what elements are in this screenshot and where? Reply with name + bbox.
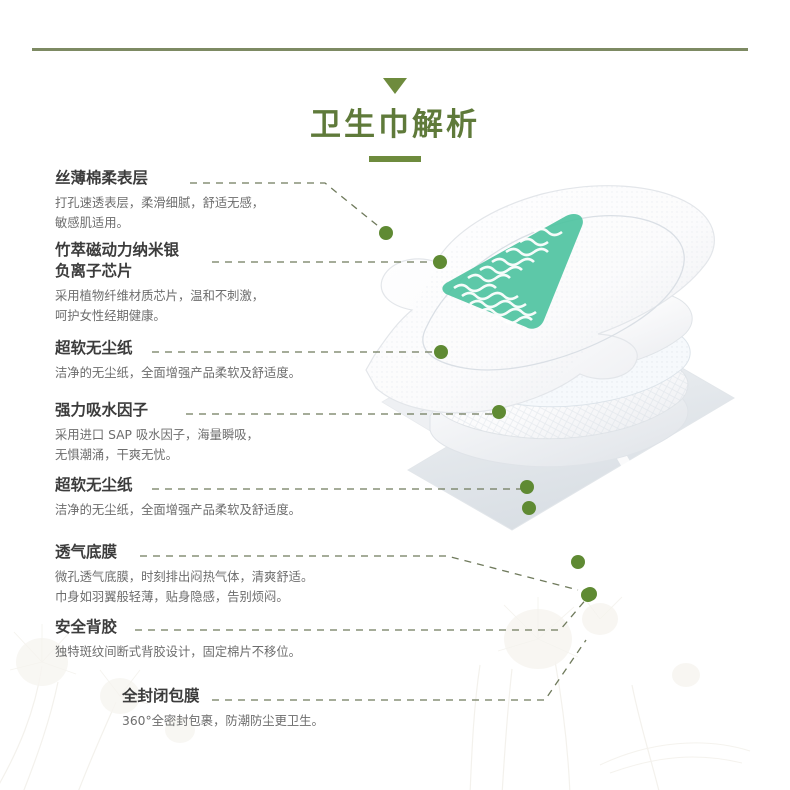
- annotation-dustfree-paper-bottom: 超软无尘纸 洁净的无尘纸，全面增强产品柔软及舒适度。: [55, 475, 355, 520]
- top-divider-rule: [32, 48, 748, 51]
- annotation-safety-adhesive: 安全背胶 独特斑纹间断式背胶设计，固定棉片不移位。: [55, 617, 355, 662]
- annotation-title: 竹萃磁动力纳米银 负离子芯片: [55, 241, 180, 280]
- annotation-fully-sealed-wrapper: 全封闭包膜 360°全密封包裹，防潮防尘更卫生。: [122, 686, 422, 731]
- annotation-title: 超软无尘纸: [55, 476, 133, 494]
- annotation-title: 丝薄棉柔表层: [55, 169, 149, 187]
- page-header: 卫生巾解析: [0, 78, 790, 163]
- annotation-surface-layer: 丝薄棉柔表层 打孔速透表层，柔滑细腻，舒适无感， 敏感肌适用。: [55, 168, 355, 233]
- annotation-title: 超软无尘纸: [55, 339, 133, 357]
- annotation-title: 强力吸水因子: [55, 401, 149, 419]
- core-chip-nano-silver: [442, 214, 583, 329]
- product-exploded-illustration: [365, 185, 735, 531]
- annotation-desc: 微孔透气底膜，时刻排出闷热气体，清爽舒适。 巾身如羽翼般轻薄，贴身隐感，告别烦闷…: [55, 569, 314, 605]
- annotation-dustfree-paper-top: 超软无尘纸 洁净的无尘纸，全面增强产品柔软及舒适度。: [55, 338, 355, 383]
- triangle-down-icon: [383, 78, 407, 94]
- annotation-desc: 洁净的无尘纸，全面增强产品柔软及舒适度。: [55, 502, 301, 517]
- annotation-nano-silver-chip: 竹萃磁动力纳米银 负离子芯片 采用植物纤维材质芯片，温和不刺激， 呵护女性经期健…: [55, 240, 355, 326]
- title-underline: [369, 156, 421, 163]
- annotation-sap-absorbent: 强力吸水因子 采用进口 SAP 吸水因子，海量瞬吸， 无惧潮涌，干爽无忧。: [55, 400, 355, 465]
- annotation-desc: 独特斑纹间断式背胶设计，固定棉片不移位。: [55, 644, 301, 659]
- annotation-desc: 洁净的无尘纸，全面增强产品柔软及舒适度。: [55, 365, 301, 380]
- annotation-desc: 采用进口 SAP 吸水因子，海量瞬吸， 无惧潮涌，干爽无忧。: [55, 427, 259, 463]
- page-title: 卫生巾解析: [310, 107, 480, 143]
- annotation-desc: 打孔速透表层，柔滑细腻，舒适无感， 敏感肌适用。: [55, 195, 265, 231]
- annotation-breathable-film: 透气底膜 微孔透气底膜，时刻排出闷热气体，清爽舒适。 巾身如羽翼般轻薄，贴身隐感…: [55, 542, 385, 607]
- annotation-desc: 采用植物纤维材质芯片，温和不刺激， 呵护女性经期健康。: [55, 288, 265, 324]
- annotation-title: 全封闭包膜: [122, 687, 200, 705]
- dandelion-watermark-right: [469, 594, 751, 790]
- annotation-title: 透气底膜: [55, 543, 118, 561]
- annotation-title: 安全背胶: [55, 618, 118, 636]
- annotation-desc: 360°全密封包裹，防潮防尘更卫生。: [122, 713, 324, 728]
